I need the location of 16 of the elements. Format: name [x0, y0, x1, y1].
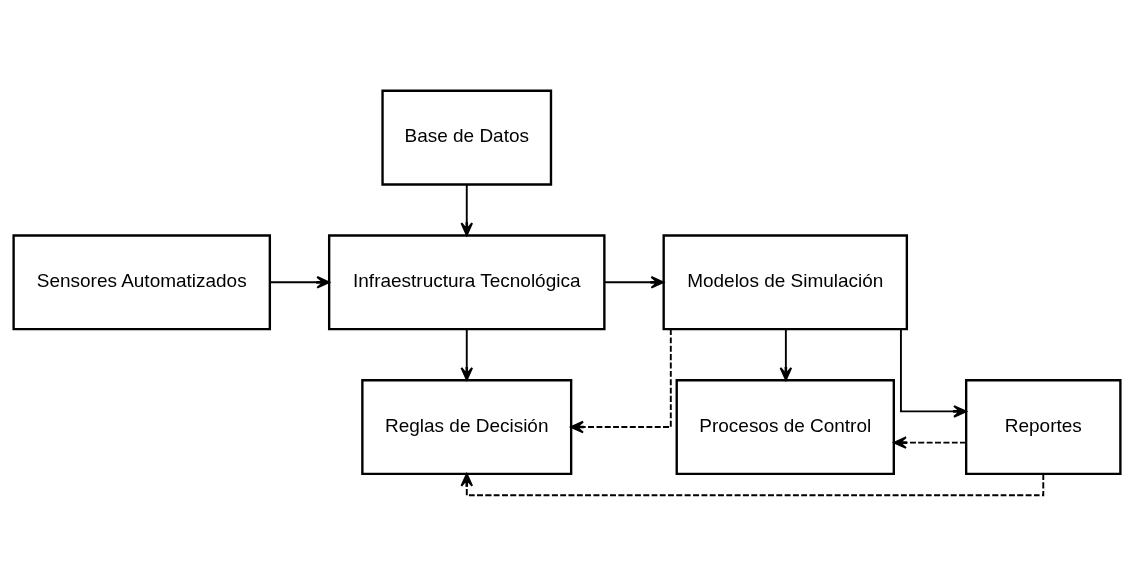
arrow — [460, 183, 474, 237]
node-box: Base de Datos — [381, 89, 553, 186]
arrow — [893, 436, 967, 449]
arrow — [899, 328, 967, 418]
node-box: Infraestructura Tecnológica — [327, 234, 606, 331]
arrow — [460, 328, 474, 381]
node-box: Sensores Automatizados — [12, 234, 272, 331]
arrow — [779, 328, 793, 381]
arrow — [603, 276, 665, 289]
node-box: Reglas de Decisión — [361, 379, 573, 476]
arrow — [269, 276, 330, 289]
node-box: Procesos de Control — [675, 379, 895, 476]
node-box: Modelos de Simulación — [662, 234, 909, 331]
arrow — [570, 328, 672, 434]
node-box: Reportes — [965, 379, 1122, 476]
arrow — [460, 473, 1045, 497]
